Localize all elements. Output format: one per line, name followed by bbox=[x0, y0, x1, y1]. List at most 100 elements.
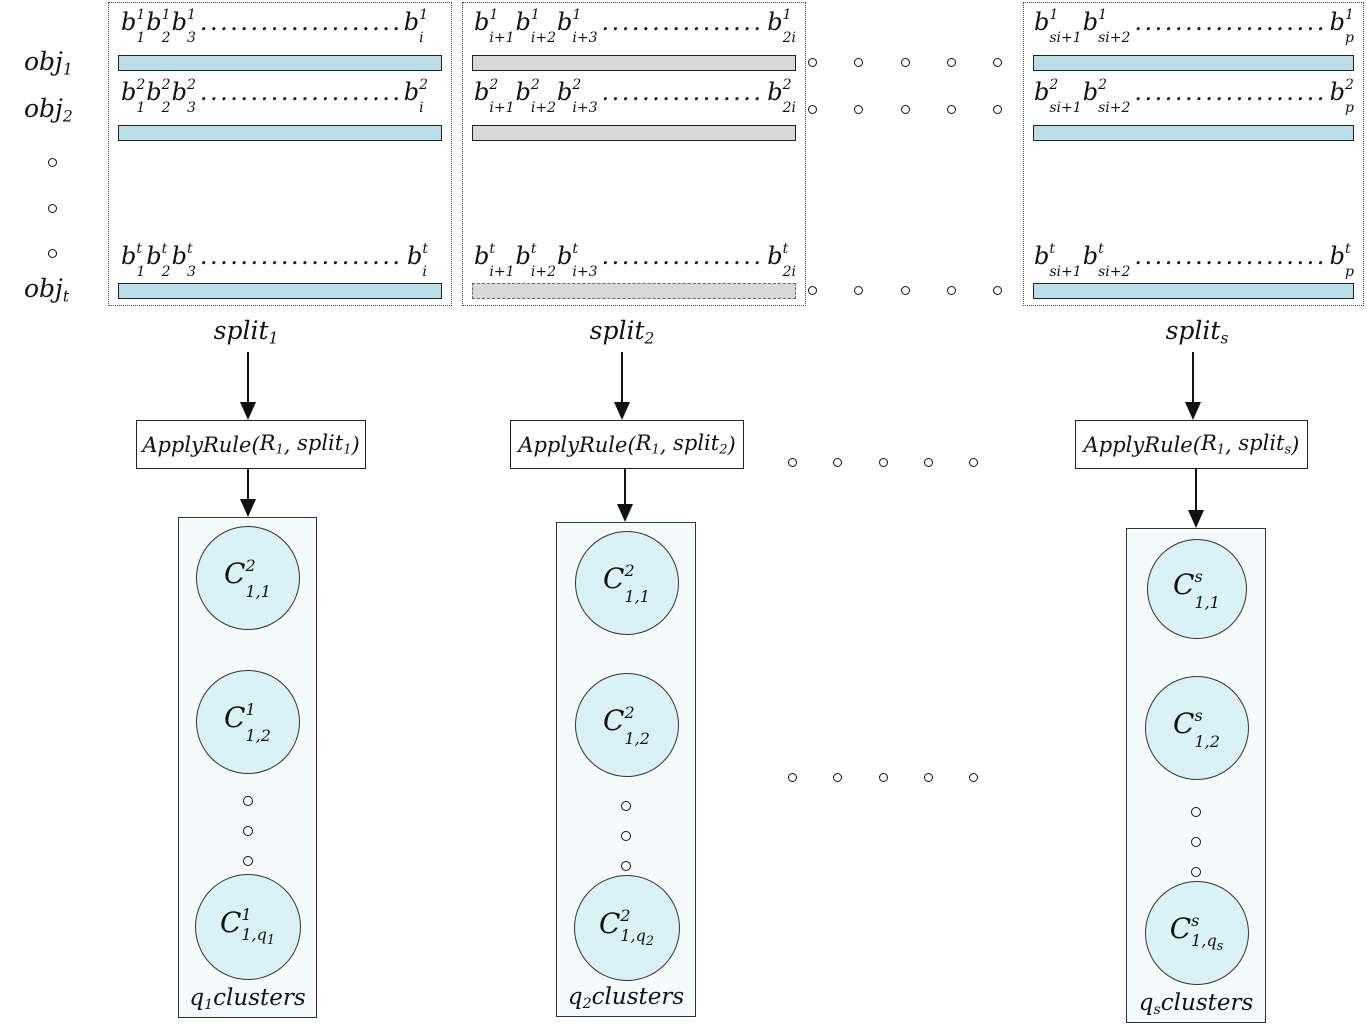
split-label-2: split2 bbox=[589, 316, 655, 348]
apply-rule-box-1: ApplyRule(R1, split1) bbox=[136, 420, 366, 469]
bitstring-row: b21b22b23...............................… bbox=[121, 77, 428, 116]
ellipsis-dot bbox=[48, 249, 57, 258]
arrow-line bbox=[1192, 352, 1194, 404]
arrow-head bbox=[1188, 510, 1204, 528]
arrow-line bbox=[624, 469, 626, 505]
arrow-head bbox=[240, 499, 256, 517]
ellipsis-dot bbox=[854, 105, 864, 114]
ellipsis-dot bbox=[808, 286, 817, 295]
ellipsis-dot bbox=[946, 105, 956, 114]
apply-rule-box-2: ApplyRule(R1, split2) bbox=[510, 420, 744, 469]
ellipsis-dot bbox=[878, 458, 888, 467]
ellipsis-dot bbox=[946, 286, 956, 295]
vertical-ellipsis bbox=[557, 801, 695, 871]
ellipsis-dot bbox=[621, 831, 631, 841]
object-bar bbox=[472, 125, 796, 141]
ellipsis-dot bbox=[969, 458, 978, 467]
ellipsis-dot bbox=[923, 773, 933, 782]
ellipsis-dot bbox=[48, 203, 57, 213]
object-bar bbox=[1033, 55, 1354, 71]
horizontal-ellipsis bbox=[788, 458, 978, 467]
object-bar bbox=[472, 283, 796, 299]
ellipsis-dot bbox=[788, 458, 797, 467]
object-bar bbox=[118, 125, 442, 141]
horizontal-ellipsis bbox=[808, 105, 1002, 114]
ellipsis-dot bbox=[833, 773, 843, 782]
split-region-s: b1si+1b1si+2............................… bbox=[1023, 2, 1364, 306]
horizontal-ellipsis bbox=[808, 58, 1002, 67]
apply-rule-box-s: ApplyRule(R1, splits) bbox=[1075, 420, 1308, 469]
object-bar bbox=[118, 283, 442, 299]
ellipsis-dot bbox=[993, 286, 1002, 295]
ellipsis-dot bbox=[993, 105, 1002, 114]
ellipsis-dot bbox=[242, 856, 253, 866]
object-label-obj2: obj2 bbox=[24, 94, 73, 126]
arrow-line bbox=[621, 352, 623, 404]
object-label-obj1: obj1 bbox=[24, 47, 73, 79]
ellipsis-dot bbox=[788, 773, 797, 782]
ellipsis-dot bbox=[878, 773, 888, 782]
ellipsis-dot bbox=[900, 286, 910, 295]
arrow-line bbox=[247, 469, 249, 500]
ellipsis-dot bbox=[900, 58, 910, 67]
arrow-head bbox=[1185, 402, 1201, 420]
object-bar bbox=[118, 55, 442, 71]
split-region-1: b11b12b13...............................… bbox=[108, 2, 452, 306]
ellipsis-dot bbox=[833, 458, 843, 467]
ellipsis-dot bbox=[808, 58, 817, 67]
ellipsis-dot bbox=[923, 458, 933, 467]
object-bar bbox=[472, 55, 796, 71]
arrow-line bbox=[247, 352, 249, 404]
split-label-s: splits bbox=[1165, 316, 1229, 348]
ellipsis-dot bbox=[1191, 807, 1201, 817]
horizontal-ellipsis bbox=[788, 773, 978, 782]
arrow-head bbox=[240, 402, 256, 420]
ellipsis-dot bbox=[854, 286, 864, 295]
ellipsis-dot bbox=[900, 105, 910, 114]
ellipsis-dot bbox=[946, 58, 956, 67]
ellipsis-dot bbox=[854, 58, 864, 67]
ellipsis-dot bbox=[621, 801, 631, 811]
vertical-ellipsis bbox=[48, 158, 57, 258]
bitstring-row: b2si+1b2si+2............................… bbox=[1034, 77, 1354, 116]
object-bar bbox=[1033, 125, 1354, 141]
arrow-line bbox=[1195, 469, 1197, 510]
ellipsis-dot bbox=[242, 796, 253, 806]
split-region-2: b1i+1b1i+2b1i+3.........................… bbox=[462, 2, 806, 306]
ellipsis-dot bbox=[48, 158, 57, 167]
ellipsis-dot bbox=[808, 105, 817, 114]
bitstring-row: bt1bt2bt3...............................… bbox=[121, 241, 428, 280]
ellipsis-dot bbox=[993, 58, 1002, 67]
bitstring-row: bti+1bti+2bti+3.........................… bbox=[474, 241, 796, 280]
vertical-ellipsis bbox=[1127, 807, 1265, 877]
ellipsis-dot bbox=[969, 773, 978, 782]
ellipsis-dot bbox=[1191, 867, 1201, 877]
object-label-objt: objt bbox=[24, 274, 70, 306]
horizontal-ellipsis bbox=[808, 286, 1002, 295]
ellipsis-dot bbox=[621, 861, 631, 871]
bitstring-row: b1i+1b1i+2b1i+3.........................… bbox=[474, 7, 796, 46]
bitstring-row: b2i+1b2i+2b2i+3.........................… bbox=[474, 77, 796, 116]
vertical-ellipsis bbox=[179, 796, 316, 866]
ellipsis-dot bbox=[1191, 837, 1201, 847]
arrow-head bbox=[617, 504, 633, 522]
object-bar bbox=[1033, 283, 1354, 299]
arrow-head bbox=[614, 402, 630, 420]
split-label-1: split1 bbox=[213, 316, 279, 348]
ellipsis-dot bbox=[242, 826, 253, 836]
bitstring-row: btsi+1btsi+2............................… bbox=[1034, 241, 1354, 280]
